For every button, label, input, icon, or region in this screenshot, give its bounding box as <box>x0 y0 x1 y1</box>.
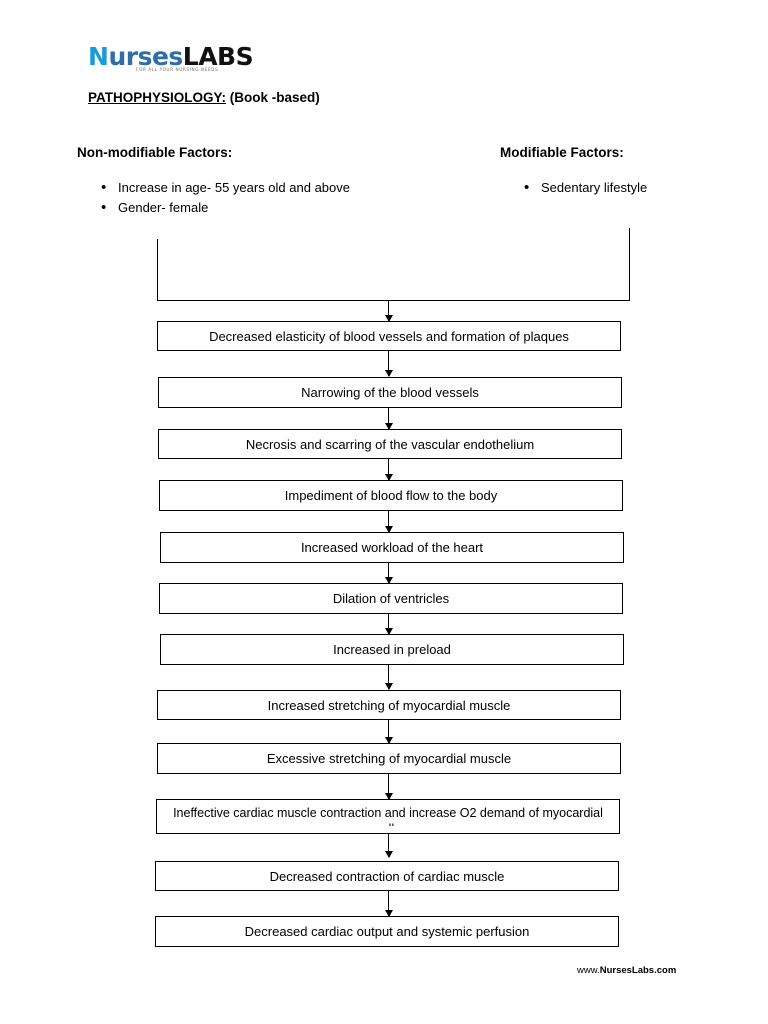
arrow-7-8 <box>384 665 393 690</box>
footer-url: www.NursesLabs.com <box>577 965 676 976</box>
page-title: PATHOPHYSIOLOGY: (Book -based) <box>88 90 320 105</box>
flow-step-6: Dilation of ventricles <box>159 583 623 614</box>
flow-step-2: Narrowing of the blood vessels <box>158 377 622 408</box>
footer-url-domain: NursesLabs.com <box>599 965 677 976</box>
flow-step-11: Decreased contraction of cardiac muscle <box>155 861 619 891</box>
bracket-left-stem <box>157 239 158 300</box>
arrow-4-5 <box>384 511 393 533</box>
list-item-label: Gender- female <box>118 200 209 215</box>
logo-word-urses: urses <box>108 42 183 71</box>
list-item-label: Sedentary lifestyle <box>541 180 648 195</box>
bullet-icon: • <box>101 179 107 196</box>
modifiable-heading: Modifiable Factors: <box>500 145 624 160</box>
clipping-band-2 <box>157 826 619 833</box>
list-item-label: Increase in age- 55 years old and above <box>118 180 350 195</box>
page-title-suffix: (Book -based) <box>226 90 320 105</box>
flow-step-8: Increased stretching of myocardial muscl… <box>157 690 621 720</box>
list-item: • Increase in age- 55 years old and above <box>101 178 383 197</box>
modifiable-list: • Sedentary lifestyle <box>523 178 768 198</box>
clipping-band <box>0 223 768 239</box>
flow-step-12: Decreased cardiac output and systemic pe… <box>155 916 619 947</box>
flow-step-9: Excessive stretching of myocardial muscl… <box>157 743 621 774</box>
list-item: • Gender- female <box>101 198 383 217</box>
footer-url-prefix: www. <box>577 965 600 976</box>
arrow-6-7 <box>384 614 393 635</box>
non-modifiable-list: • Increase in age- 55 years old and above… <box>100 178 383 218</box>
flow-step-1: Decreased elasticity of blood vessels an… <box>157 321 621 351</box>
arrow-1-2 <box>384 351 393 377</box>
logo-tagline: FOR ALL YOUR NURSING NEEDS <box>136 67 219 72</box>
bullet-icon: • <box>101 199 107 216</box>
flow-step-7: Increased in preload <box>160 634 624 665</box>
flow-step-3: Necrosis and scarring of the vascular en… <box>158 429 622 459</box>
arrow-9-10 <box>384 774 393 800</box>
bracket-right-stem <box>629 228 630 300</box>
arrow-11-12 <box>384 891 393 917</box>
bullet-icon: • <box>524 179 530 196</box>
page-title-label: PATHOPHYSIOLOGY: <box>88 90 227 105</box>
arrow-10-11 <box>384 834 393 858</box>
arrow-5-6 <box>384 563 393 584</box>
logo-word-labs: LABS <box>182 42 254 71</box>
non-modifiable-heading: Non-modifiable Factors: <box>77 145 233 160</box>
nurseslabs-logo: NursesLABS FOR ALL YOUR NURSING NEEDS <box>88 42 254 78</box>
arrow-3-4 <box>384 459 393 481</box>
logo-wordmark: NursesLABS <box>88 42 254 71</box>
bracket-crossbar <box>157 300 630 301</box>
arrow-2-3 <box>384 408 393 430</box>
logo-letter-n: N <box>88 42 109 71</box>
arrow-into-step-1 <box>384 300 393 322</box>
flow-step-4: Impediment of blood flow to the body <box>159 480 623 511</box>
arrow-8-9 <box>384 720 393 744</box>
flow-step-5: Increased workload of the heart <box>160 532 624 563</box>
list-item: • Sedentary lifestyle <box>524 178 768 197</box>
